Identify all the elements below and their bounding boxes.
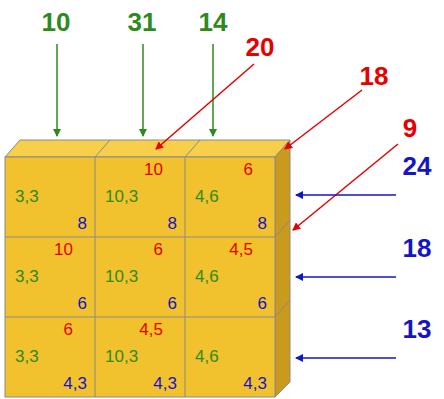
puzzle-cell: 6 3,3 4,3 — [5, 317, 95, 397]
grid-line — [95, 140, 110, 157]
puzzle-cell: 103,36 — [5, 237, 95, 317]
column-arrow — [56, 44, 58, 136]
puzzle-cell: 4,5 10,3 4,3 — [95, 317, 185, 397]
cube-top — [5, 140, 290, 157]
row-value: 4,3 — [15, 374, 87, 394]
diagonal-value: 10 — [15, 240, 87, 260]
row-value: 4,3 — [195, 374, 267, 394]
row-arrow — [296, 194, 396, 196]
spacer — [195, 320, 267, 340]
cube-front — [5, 157, 275, 397]
diagonal-value: 6 — [105, 240, 177, 260]
row-value: 6 — [105, 294, 177, 314]
puzzle-cell: 3,38 — [5, 157, 95, 237]
clue-number: 9 — [403, 113, 417, 143]
clue-number: 18 — [403, 233, 432, 263]
clue-number: 31 — [128, 7, 157, 37]
row-value: 6 — [15, 294, 87, 314]
cell-value: 10,3 — [105, 347, 177, 367]
puzzle-cell: 64,68 — [185, 157, 275, 237]
grid-line — [275, 300, 290, 317]
puzzle-cell: 10 10,3 8 — [95, 157, 185, 237]
diagonal-arrow — [293, 144, 398, 230]
row-value: 8 — [105, 214, 177, 234]
cube-side — [275, 140, 290, 397]
diagonal-arrow — [285, 90, 362, 149]
puzzle-cell: 610,36 — [95, 237, 185, 317]
grid-line — [185, 157, 186, 397]
diagonal-arrow — [156, 64, 254, 149]
column-arrow — [142, 44, 144, 136]
diagonal-value: 4,5 — [105, 320, 177, 340]
row-arrow — [296, 276, 396, 278]
clue-number: 24 — [403, 151, 432, 181]
clue-number: 14 — [199, 7, 228, 37]
diagonal-value: 4,5 — [195, 240, 267, 260]
puzzle-cell: 4,5 4,6 6 — [185, 237, 275, 317]
row-value: 6 — [195, 294, 267, 314]
grid-line — [95, 157, 96, 397]
diagonal-value: 10 — [105, 160, 177, 180]
cell-value: 4,6 — [195, 347, 267, 367]
grid-line — [5, 317, 275, 318]
clue-number: 10 — [42, 7, 71, 37]
grid-line — [185, 140, 200, 157]
cell-value: 4,6 — [195, 187, 267, 207]
cell-value: 3,3 — [15, 267, 87, 287]
grid-line — [5, 237, 275, 238]
clue-number: 18 — [360, 61, 389, 91]
diagonal-value: 6 — [195, 160, 267, 180]
row-arrow — [296, 357, 396, 359]
cell-value: 3,3 — [15, 347, 87, 367]
grid-line — [275, 220, 290, 237]
cell-value: 10,3 — [105, 267, 177, 287]
column-arrow — [212, 44, 214, 136]
cell-value: 3,3 — [15, 187, 87, 207]
row-value: 8 — [15, 214, 87, 234]
clue-number: 13 — [403, 314, 432, 344]
row-value: 4,3 — [105, 374, 177, 394]
cell-value: 4,6 — [195, 267, 267, 287]
diagonal-value: 6 — [15, 320, 87, 340]
row-value: 8 — [195, 214, 267, 234]
clue-number: 20 — [246, 32, 275, 62]
cell-value: 10,3 — [105, 187, 177, 207]
spacer — [15, 160, 87, 180]
puzzle-cell: 4,64,3 — [185, 317, 275, 397]
